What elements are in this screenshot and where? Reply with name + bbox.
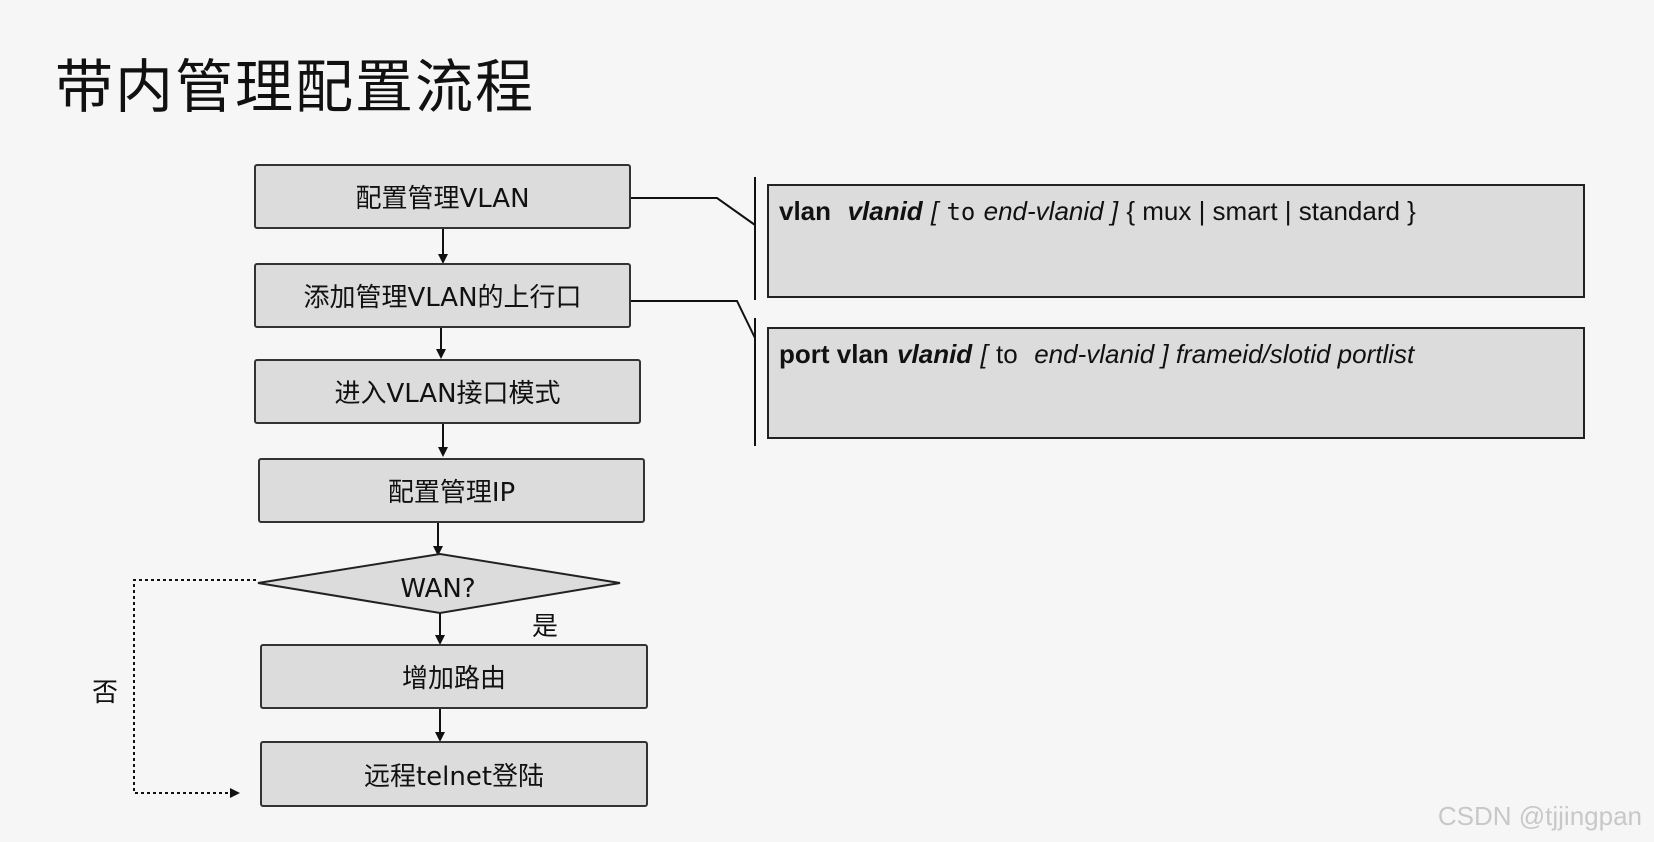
cmd-port-param-vlanid: vlanid <box>897 339 973 369</box>
command-box-vlan: vlan vlanid [ to end-vlanid ] { mux | sm… <box>767 184 1585 298</box>
cmd-port-params: end-vlanid ] frameid/slotid portlist <box>1034 339 1415 369</box>
cmd-vlan-to: to <box>946 198 976 226</box>
step-enter-vlan-interface: 进入VLAN接口模式 <box>254 359 641 424</box>
command-box-port: port vlan vlanid [ to end-vlanid ] frame… <box>767 327 1585 439</box>
step-telnet-login: 远程telnet登陆 <box>260 741 648 807</box>
step-add-uplink-port: 添加管理VLAN的上行口 <box>254 263 631 328</box>
cmd-vlan-bracket: [ <box>930 196 939 226</box>
decision-diamond <box>257 552 621 615</box>
cmd-vlan-param-vlanid: vlanid <box>847 196 923 226</box>
step-configure-mgmt-ip: 配置管理IP <box>258 458 645 523</box>
cmd-vlan-param-end: end-vlanid ] <box>983 196 1119 226</box>
cmd-port-to: to <box>995 339 1018 369</box>
cmd-port-bracket: [ <box>980 339 988 369</box>
cmd-port-keyword: port vlan <box>779 339 889 369</box>
page-title: 带内管理配置流程 <box>55 53 536 121</box>
step-add-route: 增加路由 <box>260 644 648 709</box>
watermark: CSDN @tjjingpan <box>1437 801 1642 831</box>
no-branch-line <box>133 579 256 798</box>
yes-label: 是 <box>532 612 559 642</box>
cmd-vlan-keyword: vlan <box>779 196 832 226</box>
step-configure-mgmt-vlan: 配置管理VLAN <box>254 164 631 229</box>
connector-vlan <box>630 197 756 226</box>
no-label: 否 <box>92 678 119 708</box>
cmd-vlan-options: { mux | smart | standard } <box>1126 196 1416 226</box>
connector-port <box>630 300 756 339</box>
decision-label: WAN? <box>400 574 476 604</box>
